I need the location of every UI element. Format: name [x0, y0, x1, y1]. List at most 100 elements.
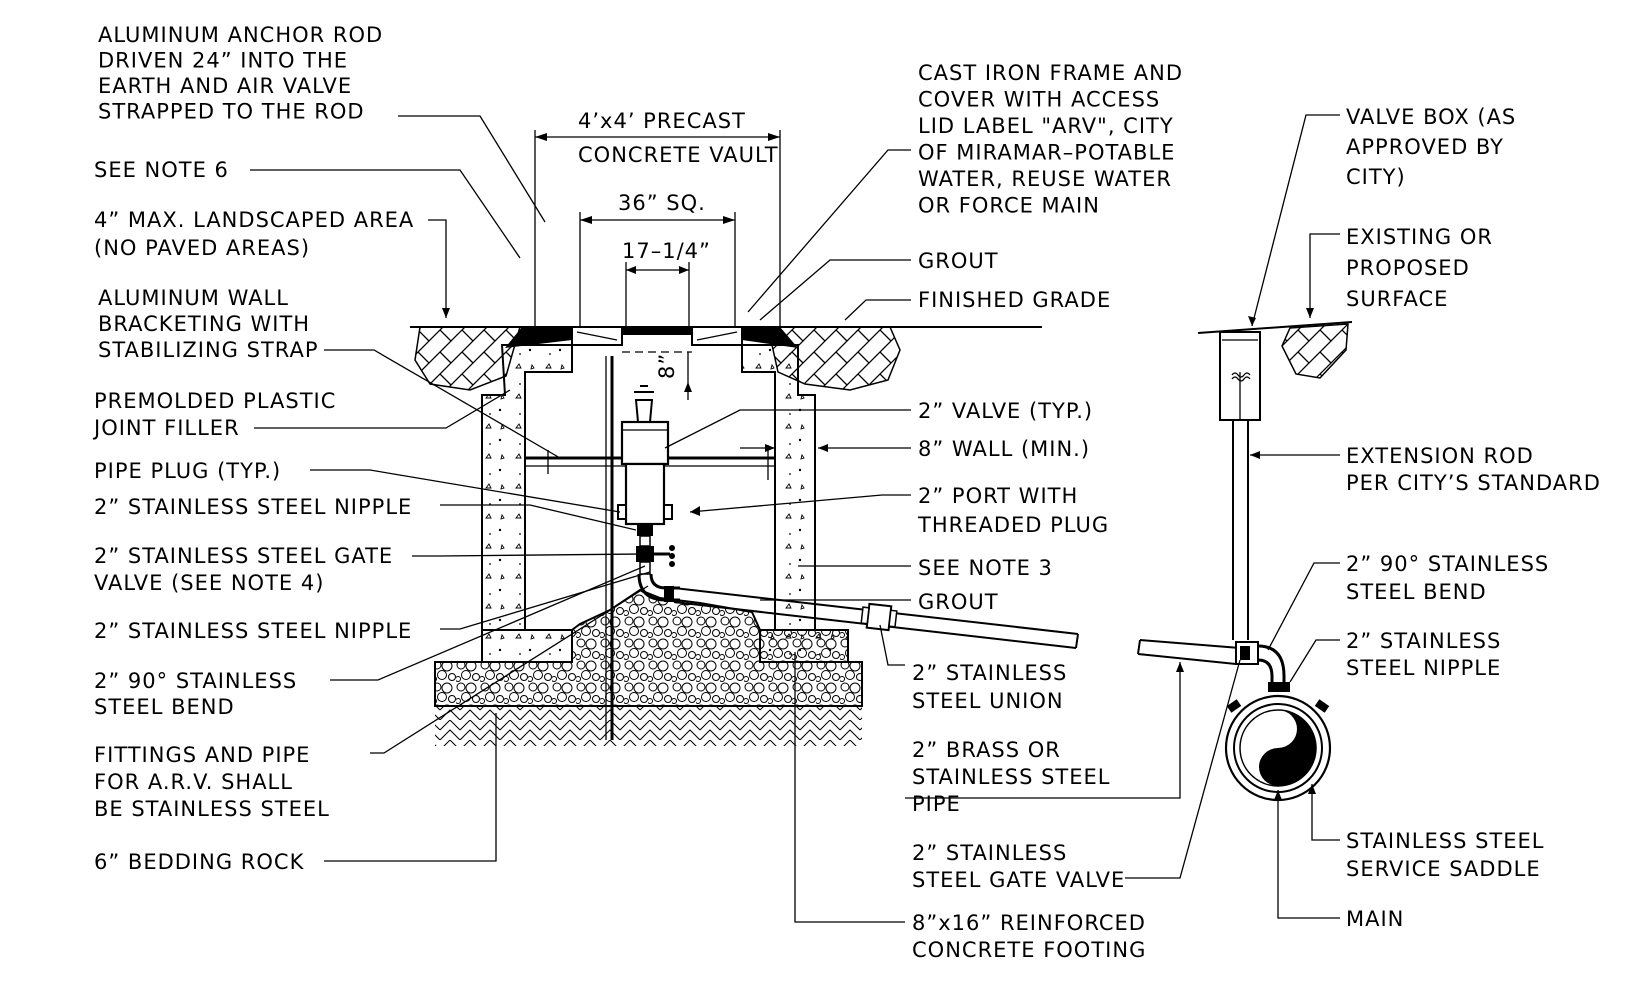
- label-line: 8” WALL (MIN.): [918, 437, 1090, 461]
- label-line: PIPE: [912, 792, 961, 816]
- label-nipple-upper: 2” STAINLESS STEEL NIPPLE: [94, 495, 412, 519]
- label-line: CONCRETE VAULT: [578, 143, 779, 167]
- label-line: APPROVED BY: [1346, 135, 1504, 159]
- air-release-valve: [617, 385, 680, 602]
- label-line: PIPE PLUG (TYP.): [94, 459, 281, 483]
- label-line: GROUT: [918, 249, 999, 273]
- label-line: BRACKETING WITH: [98, 312, 310, 336]
- label-line: FITTINGS AND PIPE: [94, 743, 310, 767]
- label-valve-typ: 2” VALVE (TYP.): [918, 399, 1093, 423]
- label-line: 6” BEDDING ROCK: [94, 850, 305, 874]
- label-service-saddle: STAINLESS STEEL SERVICE SADDLE: [1346, 829, 1545, 881]
- label-line: PREMOLDED PLASTIC: [94, 389, 336, 413]
- label-brass-pipe: 2” BRASS OR STAINLESS STEEL PIPE: [912, 738, 1111, 816]
- label-line: BE STAINLESS STEEL: [94, 797, 330, 821]
- vault-wall-left: [481, 344, 573, 631]
- label-pipe-plug: PIPE PLUG (TYP.): [94, 459, 281, 483]
- label-fittings: FITTINGS AND PIPE FOR A.R.V. SHALL BE STAI…: [94, 743, 330, 821]
- label-see-note-6: SEE NOTE 6: [94, 158, 229, 182]
- label-line: (NO PAVED AREAS): [94, 236, 310, 260]
- bend-right: [1257, 644, 1286, 686]
- label-line: MAIN: [1346, 907, 1404, 931]
- footing-left: [481, 629, 573, 663]
- brass-stainless-pipe: [673, 587, 1079, 649]
- label-line: GROUT: [918, 590, 999, 614]
- label-line: STEEL BEND: [1346, 580, 1487, 604]
- stainless-union: [865, 602, 893, 632]
- subgrade-soil: [435, 706, 862, 746]
- grout-top-left: [505, 327, 572, 348]
- dimensions: [534, 130, 781, 452]
- label-grout-bottom: GROUT: [918, 590, 999, 614]
- label-port-plug: 2” PORT WITH THREADED PLUG: [917, 484, 1109, 537]
- label-wall-min: 8” WALL (MIN.): [918, 437, 1090, 461]
- label-line: STABILIZING STRAP: [98, 338, 319, 362]
- label-line: 2” STAINLESS STEEL NIPPLE: [94, 495, 412, 519]
- label-8-depth: 8”: [655, 353, 679, 379]
- label-see-note-3: SEE NOTE 3: [918, 556, 1053, 580]
- label-line: OR FORCE MAIN: [918, 194, 1100, 218]
- access-lid: [622, 327, 692, 335]
- label-line: STEEL GATE VALVE: [912, 868, 1125, 892]
- label-line: 4’x4’ PRECAST: [578, 109, 746, 133]
- label-line: 2” PORT WITH: [918, 484, 1078, 508]
- label-36-sq: 36” SQ.: [618, 191, 706, 215]
- label-line: 2” BRASS OR: [912, 738, 1061, 762]
- label-line: ALUMINUM ANCHOR ROD: [98, 23, 383, 47]
- label-line: 2” STAINLESS STEEL GATE: [94, 544, 393, 568]
- label-line: 17–1/4”: [622, 239, 711, 263]
- label-line: 8”: [655, 353, 679, 379]
- label-line: STEEL UNION: [912, 689, 1064, 713]
- label-line: 2” STAINLESS: [912, 661, 1067, 685]
- label-valve-box: VALVE BOX (AS APPROVED BY CITY): [1346, 105, 1516, 189]
- label-bedding-rock: 6” BEDDING ROCK: [94, 850, 305, 874]
- label-concrete-footing: 8”x16” REINFORCED CONCRETE FOOTING: [912, 911, 1146, 962]
- label-line: JOINT FILLER: [92, 416, 240, 440]
- label-line: 2” STAINLESS: [1346, 629, 1501, 653]
- label-line: STAINLESS STEEL: [912, 765, 1111, 789]
- label-line: EXTENSION ROD: [1346, 444, 1534, 468]
- label-landscaped-area: 4” MAX. LANDSCAPED AREA (NO PAVED AREAS): [94, 208, 414, 260]
- label-line: STAINLESS STEEL: [1346, 829, 1545, 853]
- grout-top-right: [742, 327, 798, 348]
- label-line: FOR A.R.V. SHALL: [94, 770, 293, 794]
- label-nipple-right: 2” STAINLESS STEEL NIPPLE: [1346, 629, 1501, 680]
- vault-wall-right: [741, 344, 816, 631]
- label-line: STRAPPED TO THE ROD: [98, 100, 365, 124]
- label-line: CONCRETE FOOTING: [912, 938, 1146, 962]
- label-line: LID LABEL "ARV", CITY: [918, 114, 1174, 138]
- label-17-1-4: 17–1/4”: [622, 239, 711, 263]
- label-line: 2” STAINLESS STEEL NIPPLE: [94, 619, 412, 643]
- label-line: 4” MAX. LANDSCAPED AREA: [94, 208, 414, 232]
- label-line: CAST IRON FRAME AND: [918, 61, 1183, 85]
- label-line: 2” STAINLESS: [912, 841, 1067, 865]
- label-line: CITY): [1346, 165, 1406, 189]
- label-line: VALVE BOX (AS: [1346, 105, 1516, 129]
- label-gate-valve-right: 2” STAINLESS STEEL GATE VALVE: [912, 841, 1125, 892]
- label-line: SEE NOTE 6: [94, 158, 229, 182]
- label-grout-top: GROUT: [918, 249, 999, 273]
- label-line: 8”x16” REINFORCED: [912, 911, 1146, 935]
- label-line: COVER WITH ACCESS: [918, 88, 1160, 112]
- label-line: VALVE (SEE NOTE 4): [94, 571, 324, 595]
- label-line: DRIVEN 24” INTO THE: [98, 49, 348, 73]
- label-line: OF MIRAMAR–POTABLE: [918, 141, 1175, 165]
- label-line: EARTH AND AIR VALVE: [98, 74, 352, 98]
- label-line: STEEL NIPPLE: [1346, 656, 1501, 680]
- label-line: WATER, REUSE WATER: [918, 167, 1172, 191]
- label-main: MAIN: [1346, 907, 1404, 931]
- label-stainless-union: 2” STAINLESS STEEL UNION: [912, 661, 1067, 713]
- label-line: SERVICE SADDLE: [1346, 857, 1541, 881]
- label-line: THREADED PLUG: [917, 513, 1109, 537]
- label-line: 2” 90° STAINLESS: [94, 669, 297, 693]
- label-gate-valve-left: 2” STAINLESS STEEL GATE VALVE (SEE NOTE 4…: [94, 544, 393, 595]
- label-line: PROPOSED: [1346, 256, 1470, 280]
